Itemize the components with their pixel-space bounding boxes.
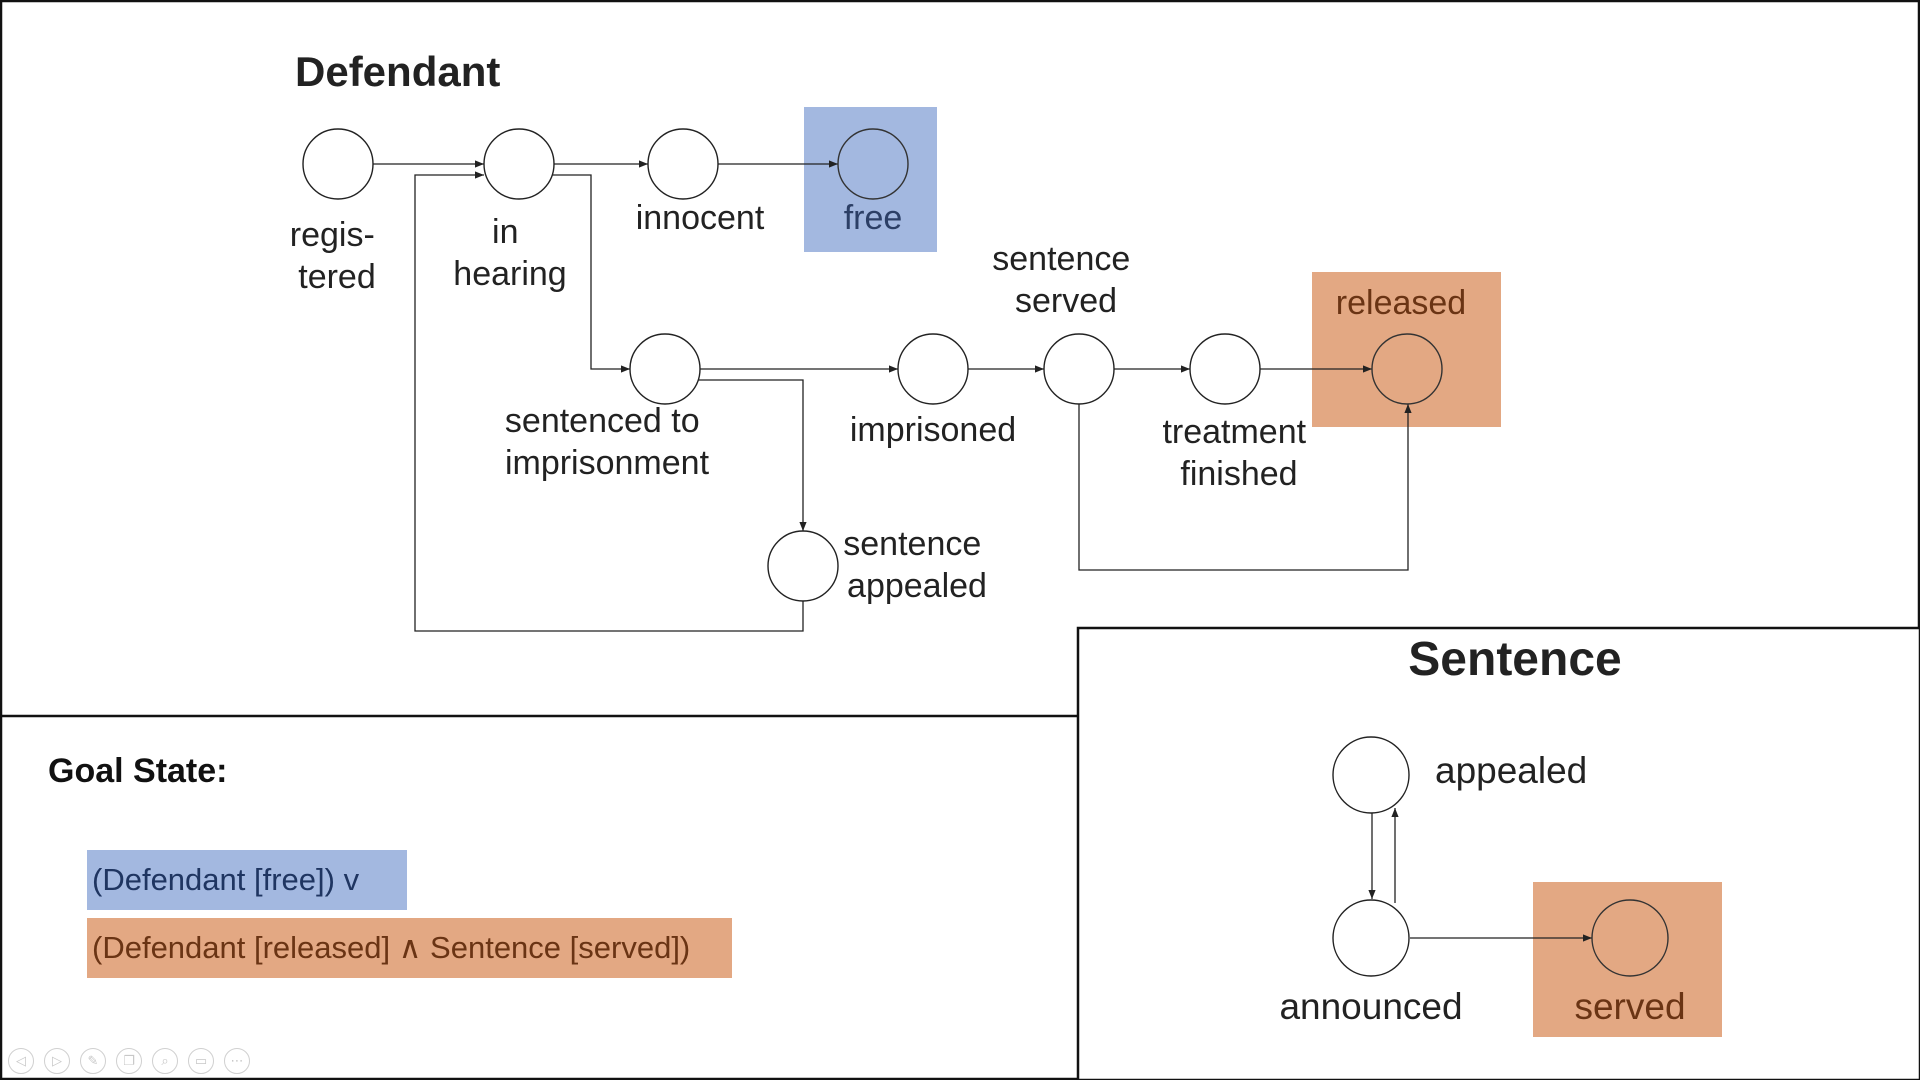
label-treatment-finished: treatment finished [1162, 413, 1315, 493]
state-served [1591, 899, 1669, 977]
state-innocent [647, 128, 719, 200]
label-in-hearing: in hearing [453, 213, 566, 293]
label-registered: regis- tered [290, 216, 384, 296]
edge-hearing-to-sentenced [550, 174, 630, 373]
label-appealed: appealed [1435, 750, 1587, 791]
label-sentence-appealed: sentence appealed [843, 525, 990, 605]
label-announced: announced [1279, 986, 1462, 1027]
goal-line-released-served: (Defendant [released] ∧ Sentence [served… [87, 918, 732, 978]
label-sentenced-to-imprisonment: sentenced to imprisonment [505, 402, 710, 482]
label-sentence-served: sentence served [992, 240, 1139, 320]
pen-icon[interactable]: ✎ [80, 1048, 106, 1074]
state-released [1371, 333, 1443, 405]
slideshow-toolbar: ◁ ▷ ✎ ❐ ⌕ ▭ ⋯ [8, 1048, 250, 1074]
label-released: released [1336, 284, 1466, 322]
edge-sentenced-to-appealed [698, 379, 807, 531]
more-options-icon[interactable]: ⋯ [224, 1048, 250, 1074]
next-slide-icon[interactable]: ▷ [44, 1048, 70, 1074]
state-sentence-served [1043, 333, 1115, 405]
state-imprisoned [897, 333, 969, 405]
state-announced [1332, 899, 1410, 977]
goal-state-heading: Goal State: [48, 752, 228, 790]
state-sentence-appealed [767, 530, 839, 602]
state-appealed [1332, 736, 1410, 814]
state-sentenced-to-imprisonment [629, 333, 701, 405]
edge-appealed-to-hearing [414, 171, 804, 632]
sentence-panel [1076, 626, 1920, 1080]
label-served: served [1574, 986, 1685, 1027]
state-free [837, 128, 909, 200]
label-free: free [844, 199, 903, 237]
state-registered [302, 128, 374, 200]
subtitles-icon[interactable]: ▭ [188, 1048, 214, 1074]
prev-slide-icon[interactable]: ◁ [8, 1048, 34, 1074]
zoom-icon[interactable]: ⌕ [152, 1048, 178, 1074]
label-imprisoned: imprisoned [850, 411, 1016, 449]
defendant-title: Defendant [295, 48, 500, 95]
state-treatment-finished [1189, 333, 1261, 405]
sentence-title: Sentence [1408, 633, 1621, 686]
state-in-hearing [483, 128, 555, 200]
slides-grid-icon[interactable]: ❐ [116, 1048, 142, 1074]
label-innocent: innocent [636, 199, 765, 237]
goal-line-free: (Defendant [free]) v [87, 850, 407, 910]
edge-served-to-released [1078, 404, 1412, 571]
